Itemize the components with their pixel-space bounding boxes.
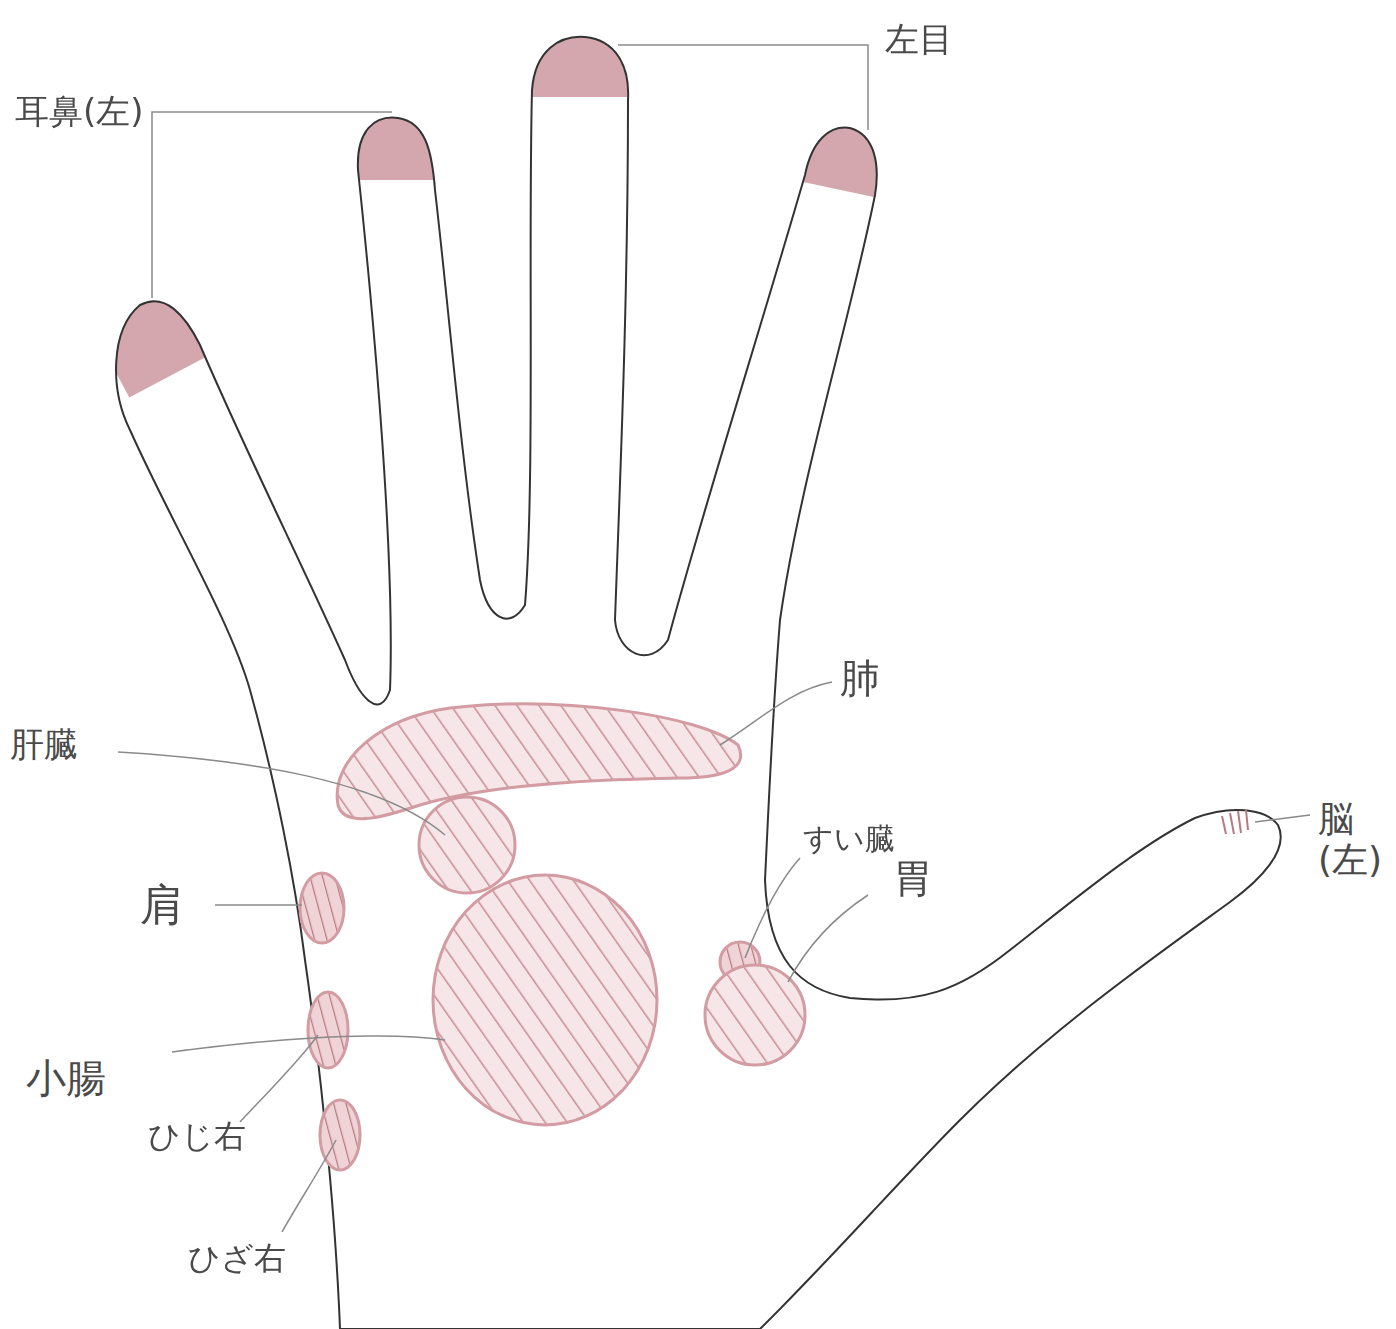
organ-label: 耳鼻(左) bbox=[15, 92, 144, 131]
reflex-zones bbox=[300, 704, 805, 1170]
brain-hatch bbox=[1222, 810, 1248, 834]
organ-label: 左目 bbox=[885, 20, 953, 59]
hand-outline bbox=[116, 37, 1281, 1329]
organ-label: 肺 bbox=[840, 655, 880, 701]
organ-label: 胃 bbox=[893, 855, 933, 901]
organ-label: ひざ右 bbox=[188, 1240, 286, 1277]
organ-label: 肩 bbox=[140, 880, 184, 931]
organ-label: すい臓 bbox=[803, 822, 895, 857]
organ-label: 肝臓 bbox=[10, 725, 78, 764]
organ-label: ひじ右 bbox=[148, 1118, 246, 1155]
organ-label: 小腸 bbox=[26, 1055, 106, 1101]
leader-lines bbox=[118, 45, 1310, 1232]
fingertip-shading bbox=[87, 25, 902, 398]
organ-label: 脳 (左) bbox=[1318, 798, 1380, 881]
